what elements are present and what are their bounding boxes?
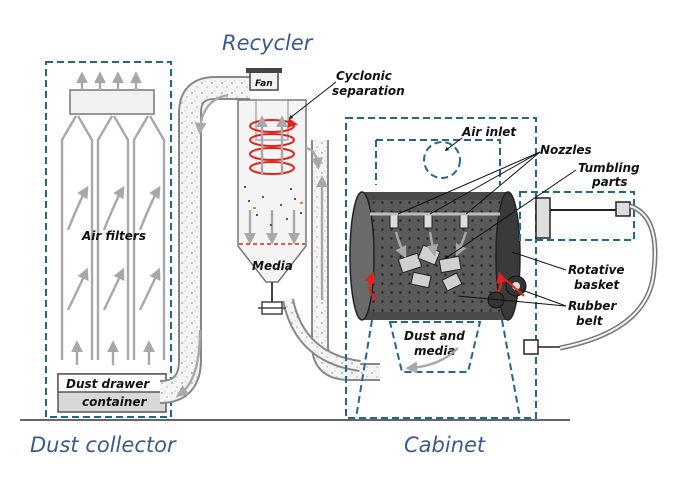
filter-manifold (69, 89, 155, 115)
nozzles-label: Nozzles (540, 143, 592, 157)
dust-collector-title: Dust collector (30, 433, 177, 457)
dust-media-label-2: media (414, 344, 455, 358)
rotative-label-2: basket (574, 278, 621, 292)
cyclonic-swirl (249, 118, 298, 175)
cabinet-title: Cabinet (404, 433, 486, 457)
tumbling-label-1: Tumbling (578, 161, 640, 175)
air-filters-label: Air filters (81, 229, 146, 243)
blast-gun-assembly (519, 191, 658, 355)
tumbling-label-2: parts (591, 175, 627, 189)
dust-collector: Air filters Dust drawer container (45, 61, 172, 418)
cabinet-outline (345, 117, 537, 419)
fan-label: Fan (255, 79, 273, 89)
rotative-label-1: Rotative (568, 263, 625, 277)
dust-drawer-label-1: Dust drawer (66, 377, 150, 391)
media-label: Media (252, 259, 293, 273)
rubber-label-1: Rubber (568, 299, 617, 313)
cyclonic-label-1: Cyclonic (336, 69, 392, 83)
dust-collector-outline (45, 61, 172, 418)
recycler: Recycler Fan (222, 31, 405, 315)
dust-drawer-label-2: container (82, 395, 148, 409)
cyclone-body (237, 99, 307, 283)
duct-cabinet-to-recycler (282, 140, 380, 381)
dust-media-hopper (388, 321, 482, 373)
air-inlet (423, 141, 461, 179)
duct-recycler-to-collector (159, 76, 250, 404)
air-inlet-label: Air inlet (461, 125, 517, 139)
rotative-basket (349, 191, 521, 321)
dust-media-label-1: Dust and (404, 329, 465, 343)
rubber-label-2: belt (576, 314, 604, 328)
cyclonic-label-2: separation (332, 84, 405, 98)
cabinet-hood-outline (375, 139, 501, 185)
cabinet: Air inlet (345, 117, 658, 419)
air-filter-cartridges (60, 115, 166, 365)
recycler-title: Recycler (222, 31, 314, 55)
media-particles (244, 186, 303, 226)
